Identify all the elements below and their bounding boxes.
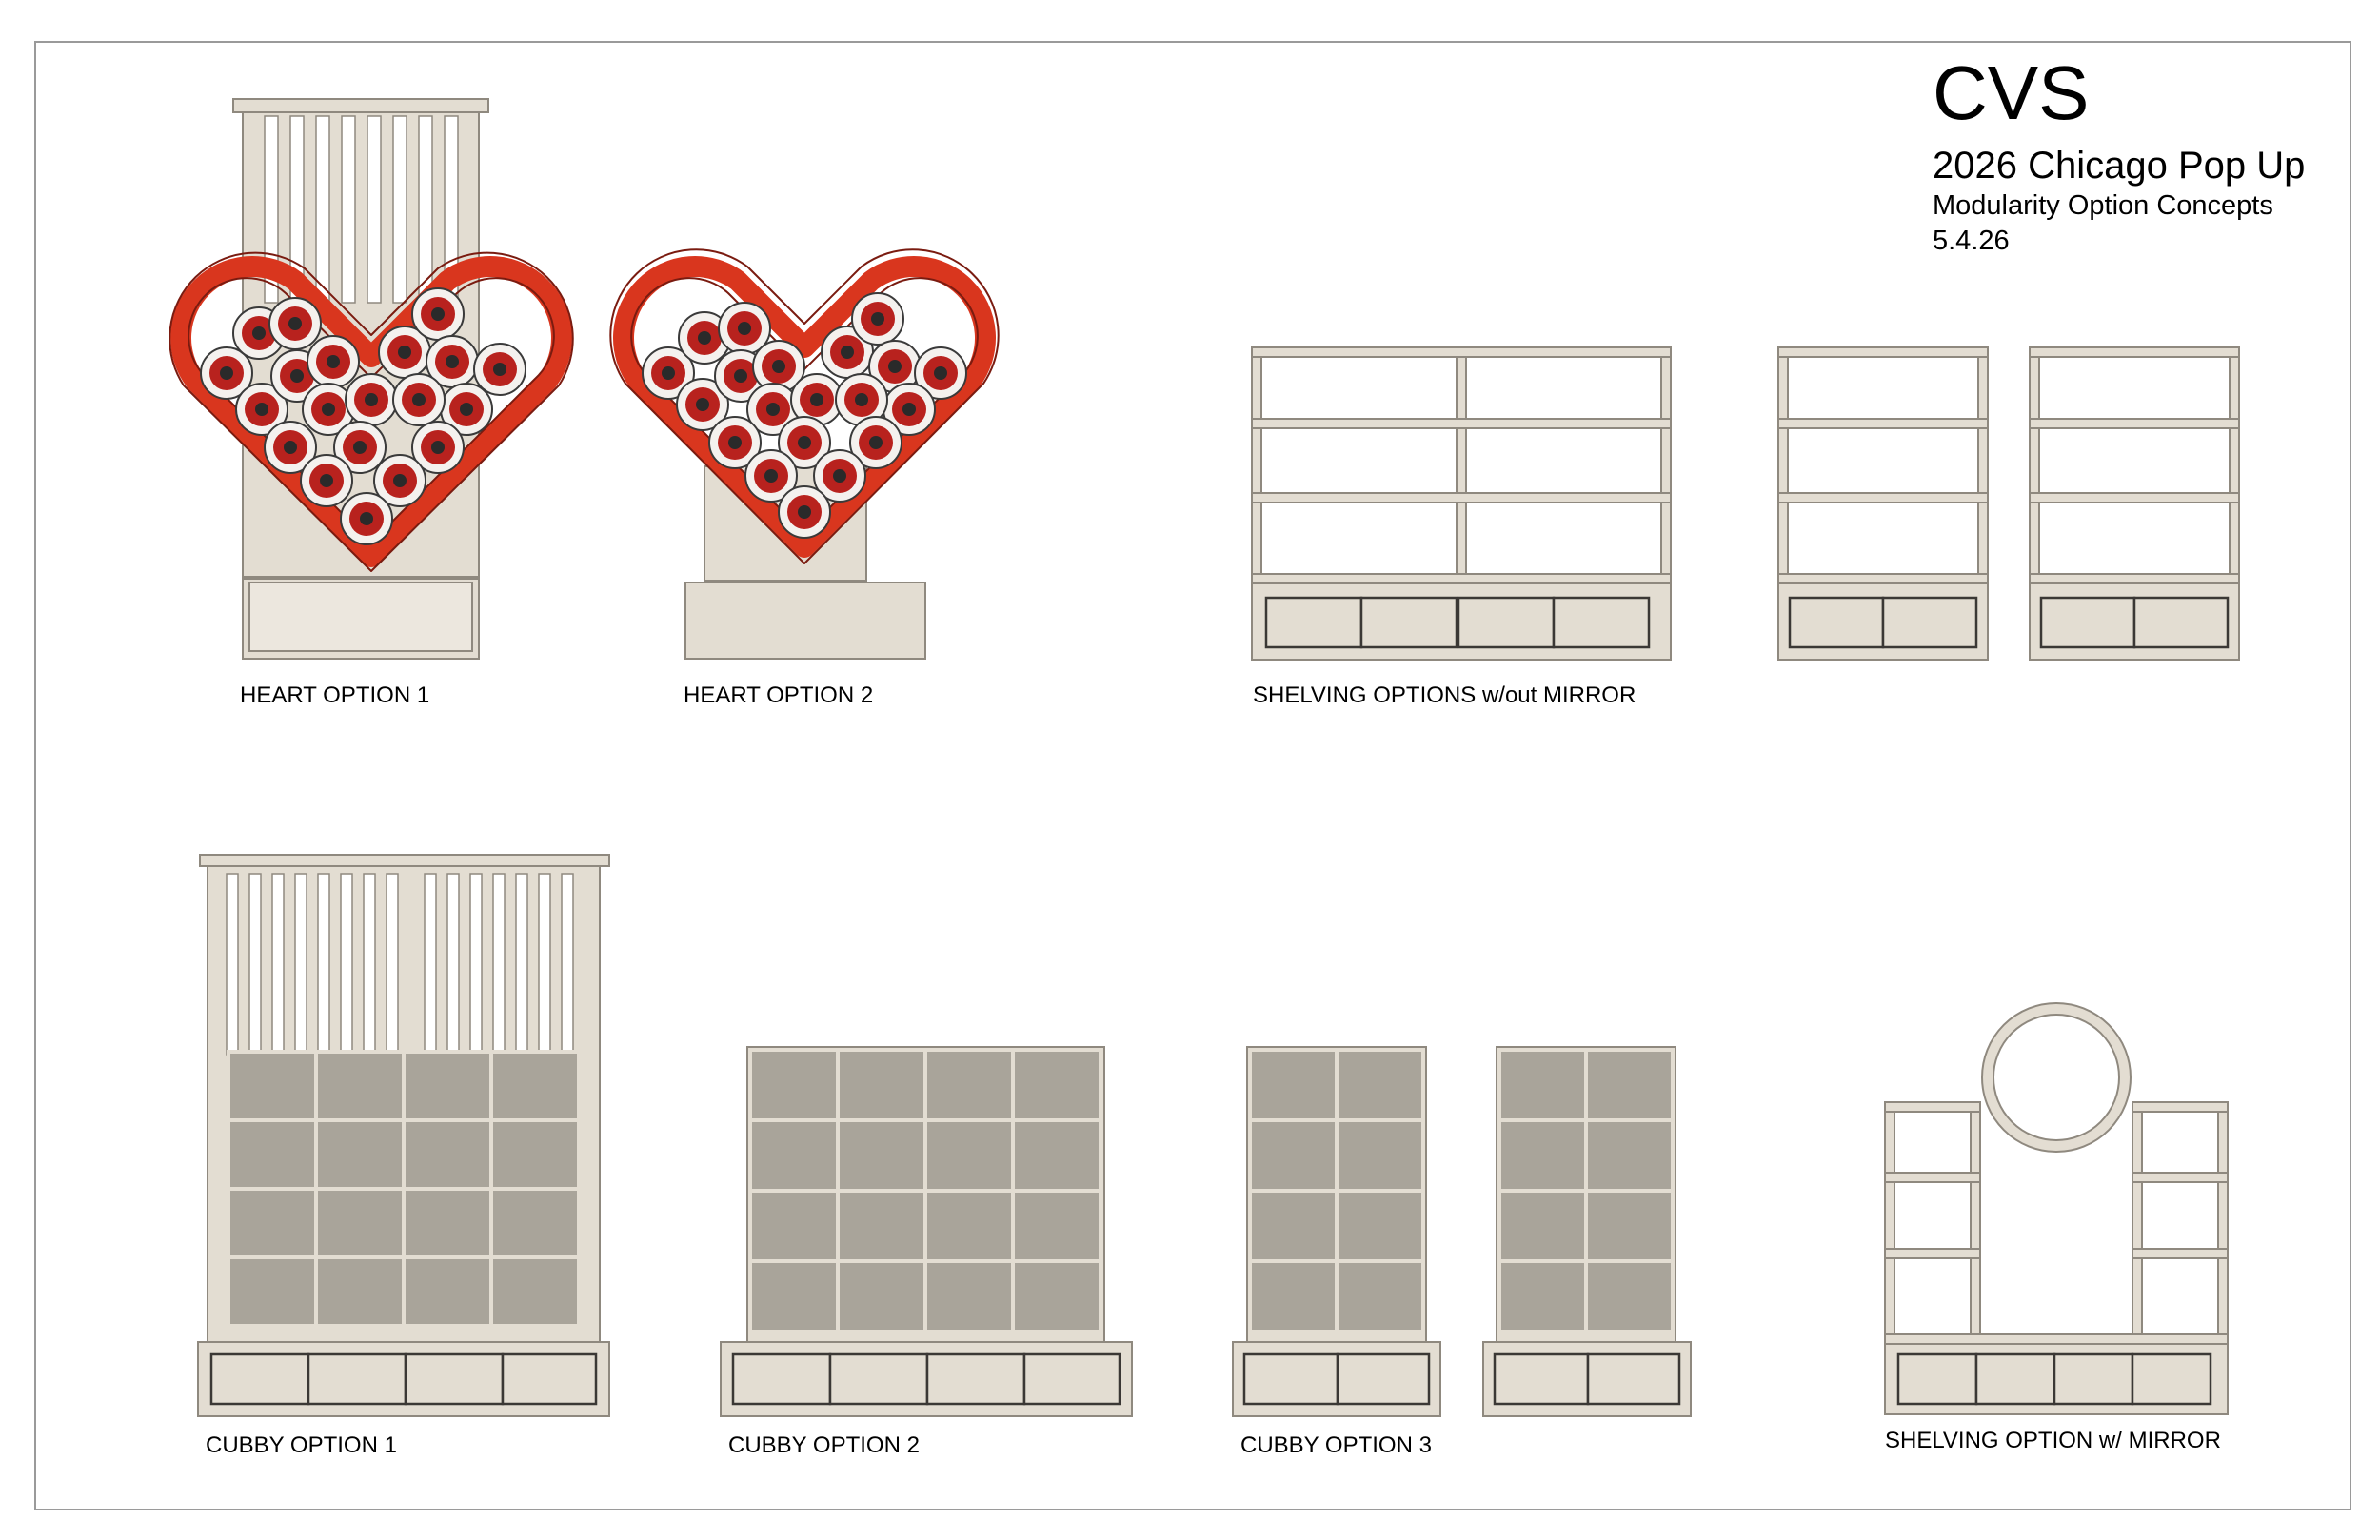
cubby-option-3-right-drawing [1482,1046,1692,1417]
sheet-subtitle: Modularity Option Concepts [1933,190,2273,221]
heart-option-1-drawing [169,98,574,660]
cubby-option-3-label: CUBBY OPTION 3 [1240,1432,1432,1458]
shelving-single-b-drawing [2029,346,2240,661]
heart-option-2-drawing [609,248,1000,660]
sheet-date: 5.4.26 [1933,226,2010,256]
slats [264,115,459,304]
shelving-with-mirror-drawing [1884,1002,2229,1415]
heart-option-2-label: HEART OPTION 2 [684,682,874,708]
shelving-with-mirror-label: SHELVING OPTION w/ MIRROR [1885,1428,2221,1453]
cubby-grid [748,1048,1102,1333]
round-mirror [1982,1003,2131,1152]
brand-title: CVS [1933,50,2090,135]
shelving-double-drawing [1251,346,1672,661]
title-block: CVS 2026 Chicago Pop Up Modularity Optio… [1933,55,2305,255]
ball-cluster [642,292,967,539]
cubby-option-3-left-drawing [1232,1046,1441,1417]
cubby-option-1-drawing [197,854,610,1417]
cubby-option-2-label: CUBBY OPTION 2 [728,1432,920,1458]
heart-option-1-label: HEART OPTION 1 [240,682,430,708]
ball-cluster [200,287,526,545]
cubby-grid [227,1050,581,1328]
event-title: 2026 Chicago Pop Up [1933,145,2306,187]
cubby-option-1-label: CUBBY OPTION 1 [206,1432,397,1458]
sheet-border [34,41,2351,1510]
cubby-option-2-drawing [720,1046,1133,1417]
shelving-without-mirror-label: SHELVING OPTIONS w/out MIRROR [1253,682,1636,708]
shelving-single-a-drawing [1777,346,1989,661]
